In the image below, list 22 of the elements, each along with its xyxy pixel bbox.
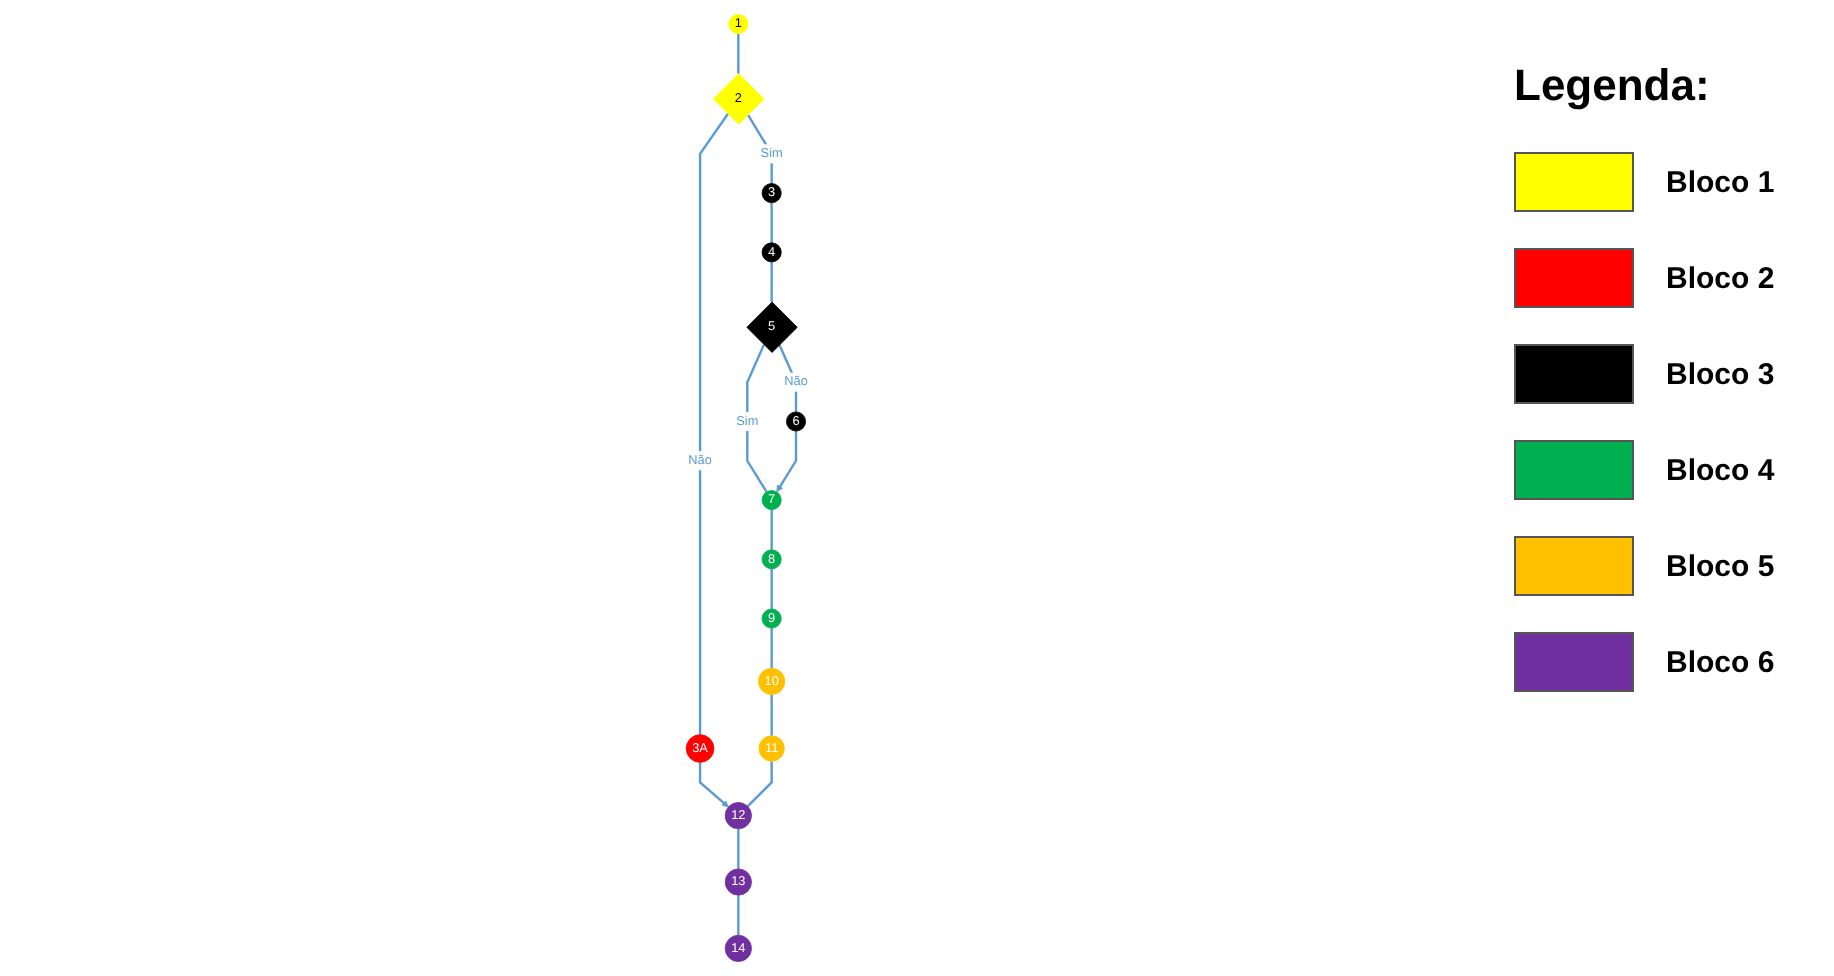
connector xyxy=(737,828,740,869)
legend-title: Legenda: xyxy=(1514,60,1710,112)
connector xyxy=(737,895,740,936)
connector xyxy=(770,261,773,303)
connector xyxy=(746,761,773,808)
arrow xyxy=(698,762,729,808)
connector xyxy=(770,568,773,609)
connector xyxy=(770,509,773,550)
connector xyxy=(737,33,740,74)
connector xyxy=(746,344,768,493)
arrow xyxy=(776,431,798,493)
legend-label: Bloco 6 xyxy=(1666,645,1775,679)
connector xyxy=(770,202,773,243)
legend-label: Bloco 3 xyxy=(1666,357,1775,391)
connector xyxy=(770,694,773,736)
legend-label: Bloco 1 xyxy=(1666,165,1775,199)
connector xyxy=(778,344,798,412)
legend-label: Bloco 4 xyxy=(1666,453,1775,487)
connector xyxy=(698,113,729,735)
legend-label: Bloco 2 xyxy=(1666,261,1775,295)
connector xyxy=(770,628,773,669)
legend-label: Bloco 5 xyxy=(1666,549,1775,583)
